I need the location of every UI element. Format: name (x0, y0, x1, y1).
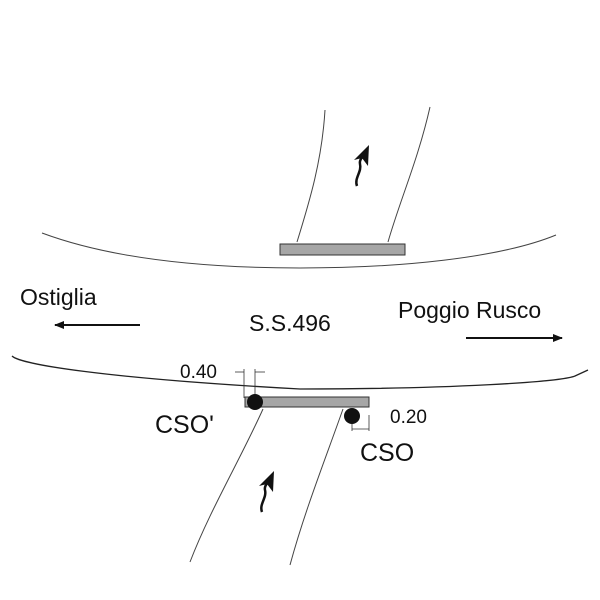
road-name-label: S.S.496 (249, 310, 331, 336)
dimension-0-40 (235, 369, 265, 398)
offset-left-label: 0.40 (180, 362, 217, 383)
dimension-0-20 (351, 415, 370, 431)
upper-road-left-edge (296, 109, 326, 243)
main-road-lower-edge (11, 355, 589, 390)
lower-arrowhead-icon (259, 471, 274, 492)
lower-road-right-edge (289, 408, 344, 566)
offset-right-label: 0.20 (390, 407, 427, 428)
upper-arrowhead-icon (354, 145, 369, 166)
sensor-cso-prime (247, 394, 263, 410)
east-direction-label: Poggio Rusco (398, 297, 541, 323)
lower-road-left-edge (189, 408, 264, 563)
lower-bar (244, 396, 370, 408)
upper-bar (279, 243, 406, 256)
west-direction-label: Ostiglia (20, 284, 97, 310)
upper-flow-arrow-icon (355, 154, 365, 187)
sensor-right-label: CSO (360, 439, 414, 467)
upper-road-right-edge (387, 106, 431, 243)
lower-flow-arrow-icon (260, 480, 270, 513)
sensor-left-label: CSO' (155, 411, 214, 439)
main-road-upper-edge (41, 232, 557, 269)
sensor-cso (344, 408, 360, 424)
